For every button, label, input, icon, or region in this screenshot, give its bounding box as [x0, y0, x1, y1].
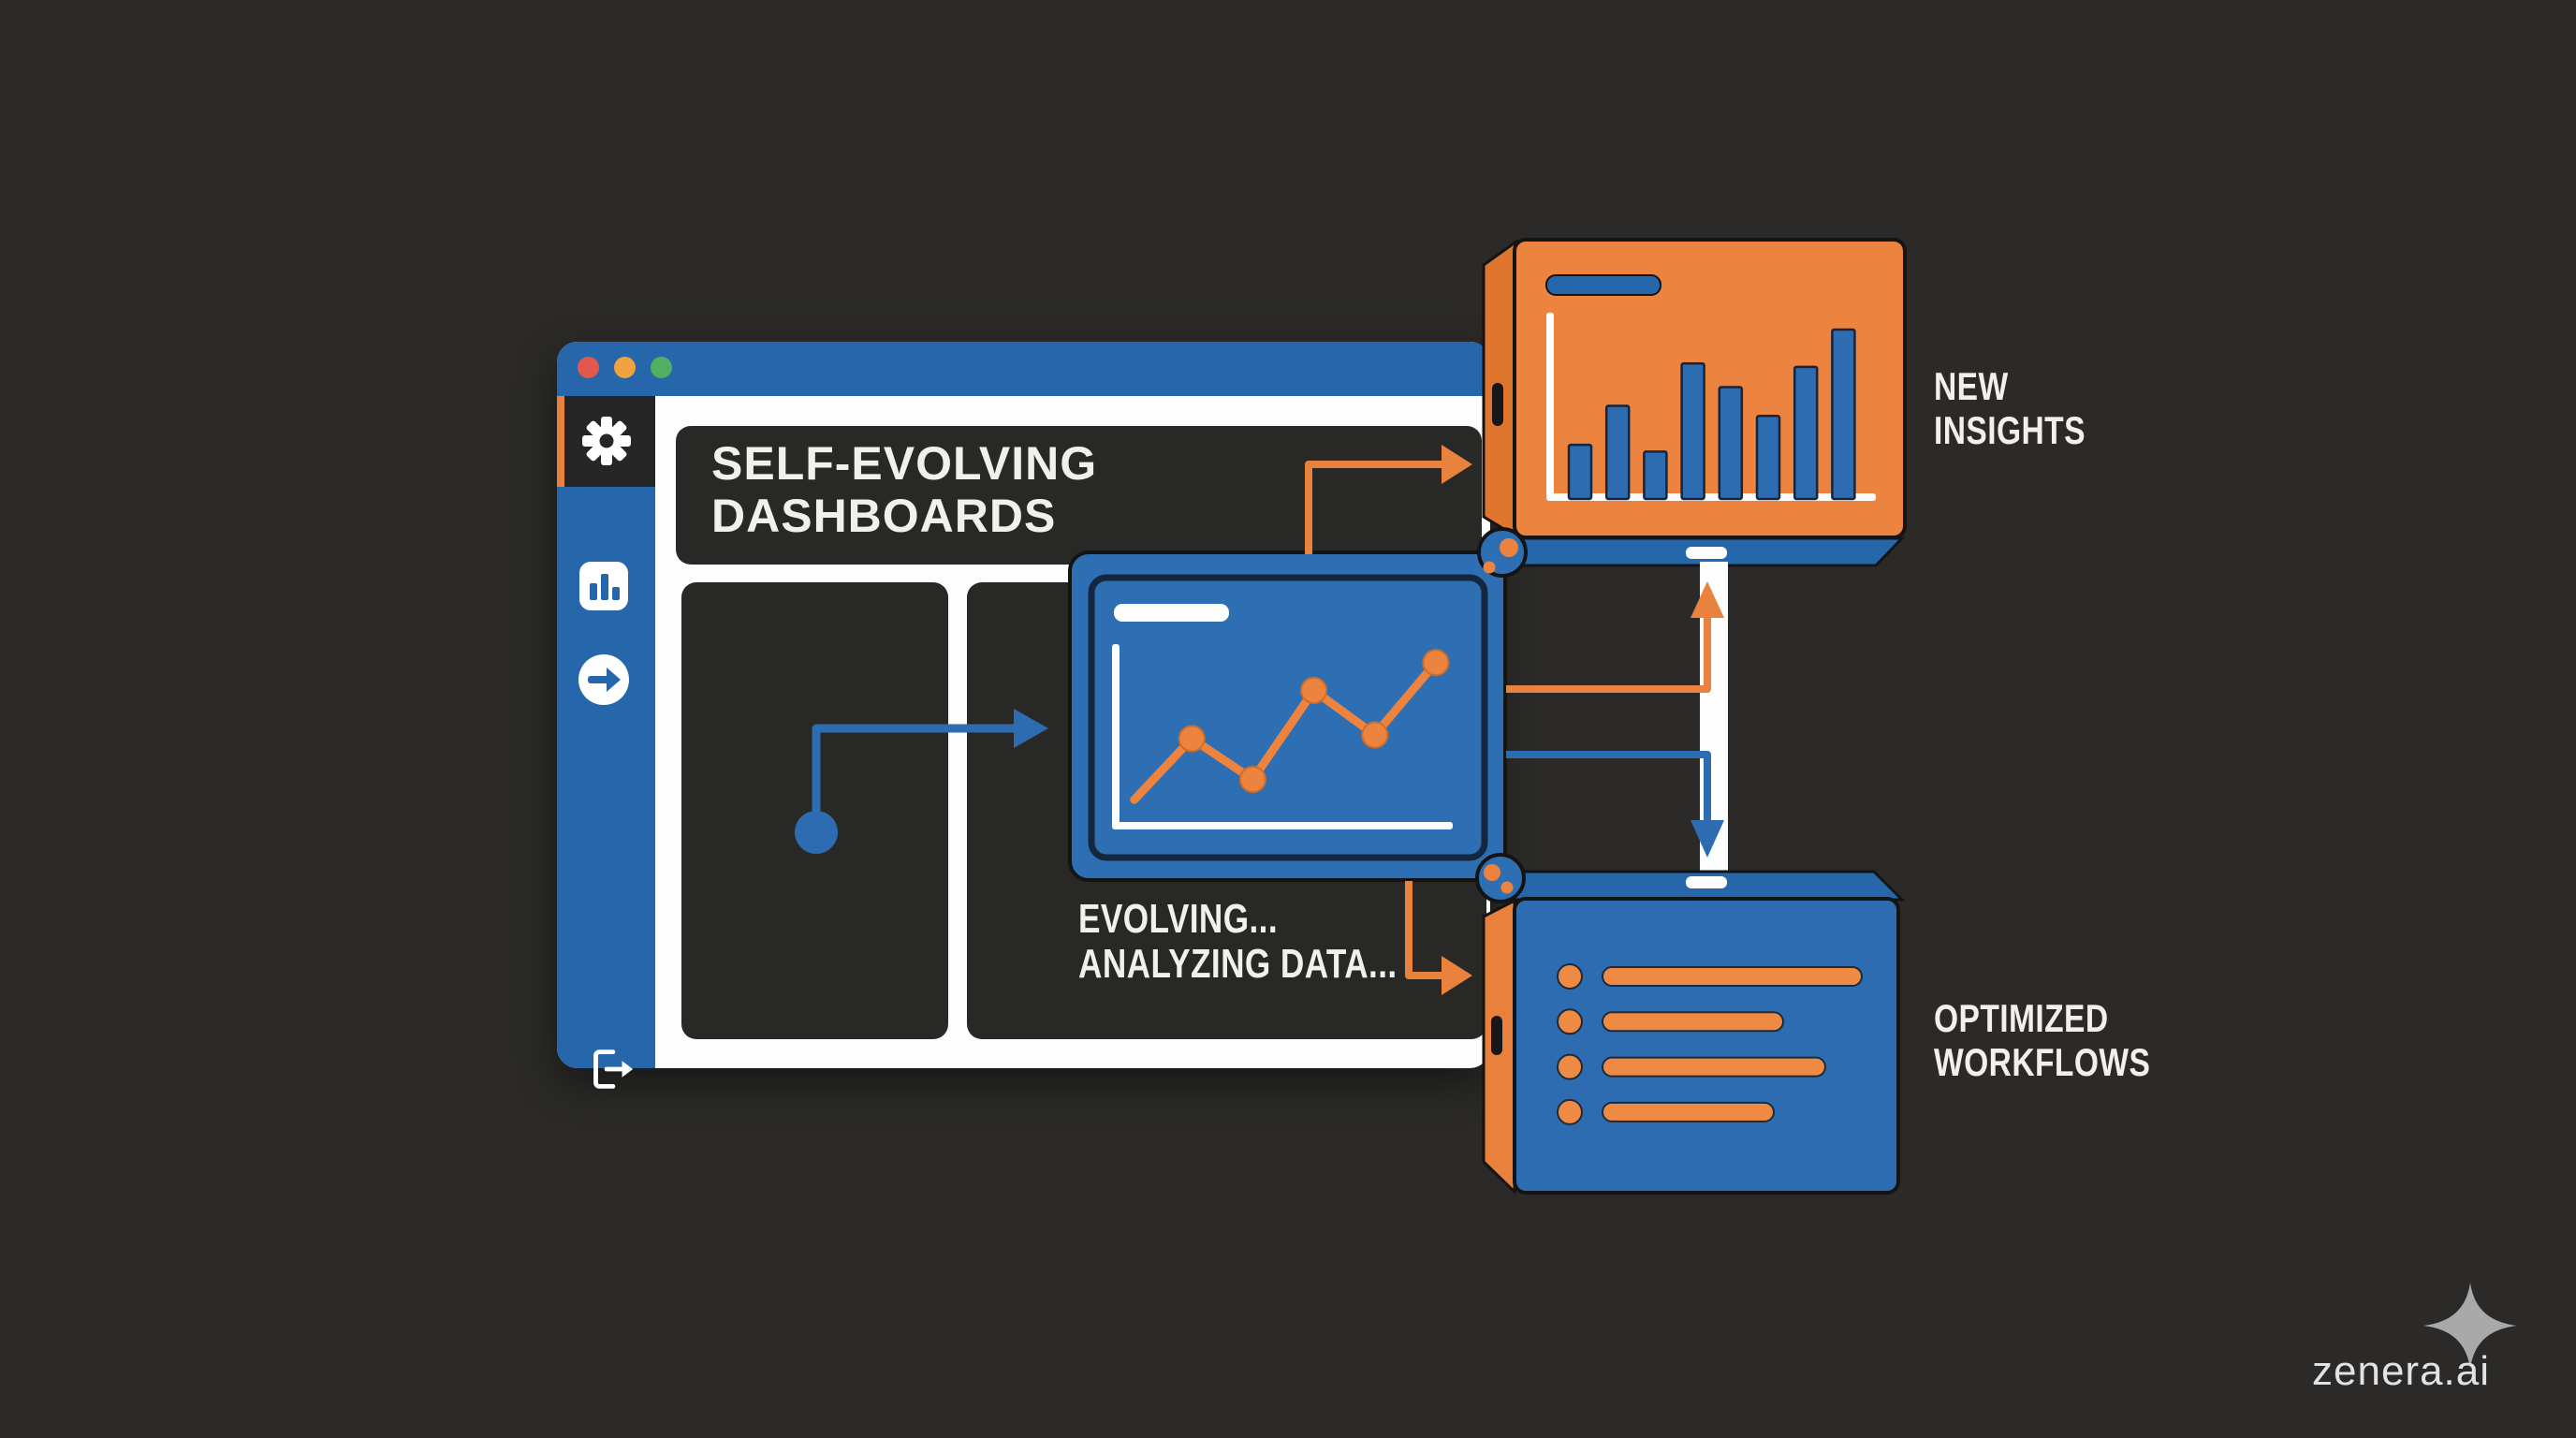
workflows-line1: OPTIMIZED: [1934, 996, 2109, 1040]
sidebar-item-logout[interactable]: [582, 1042, 637, 1101]
logout-icon: [593, 1049, 634, 1089]
status-line2: ANALYZING DATA...: [1078, 941, 1398, 987]
insights-card-base: [1498, 536, 1906, 567]
sidebar-item-forward[interactable]: [577, 653, 631, 712]
window-titlebar: [557, 342, 1490, 396]
status-label: EVOLVING... ANALYZING DATA...: [1078, 897, 1398, 987]
gear-icon: [582, 417, 631, 465]
insights-card-side-slot: [1492, 383, 1503, 426]
insights-card-face: [1513, 238, 1907, 539]
traffic-light-green[interactable]: [651, 357, 672, 378]
sidebar-active-strip: [557, 396, 564, 487]
dashboard-panel-left: [681, 582, 948, 1039]
workflows-card-face: [1513, 897, 1900, 1195]
workflows-label: OPTIMIZED WORKFLOWS: [1934, 996, 2150, 1084]
sparkle-icon: [2423, 1283, 2517, 1369]
insights-base-pill: [1686, 547, 1727, 559]
workflows-card-side-slot: [1491, 1016, 1502, 1055]
traffic-light-amber[interactable]: [614, 357, 636, 378]
workflows-line2: WORKFLOWS: [1934, 1040, 2151, 1084]
dashboard-title-line2: DASHBOARDS: [711, 490, 1057, 542]
bar-chart-icon: [579, 562, 628, 610]
watermark-text: zenera.ai: [2312, 1348, 2491, 1394]
workflow-list: [1557, 963, 1863, 1125]
insights-card: [1482, 238, 1907, 567]
connector-channel: [1700, 562, 1728, 876]
arrow-channel-down: [1506, 751, 1724, 858]
insights-x-axis: [1546, 493, 1876, 501]
status-line1: EVOLVING...: [1078, 896, 1279, 942]
sidebar: [557, 396, 655, 1089]
insights-bars: [1567, 328, 1856, 501]
traffic-light-red[interactable]: [578, 357, 599, 378]
insights-line1: NEW: [1934, 364, 2009, 408]
sidebar-item-analytics[interactable]: [578, 561, 629, 616]
workflows-card-topbar: [1498, 870, 1906, 902]
dashboard-title-panel: SELF-EVOLVING DASHBOARDS: [676, 426, 1482, 565]
insights-line2: INSIGHTS: [1934, 408, 2086, 452]
insights-title-pill: [1545, 274, 1661, 296]
arrow-chart-to-insights: [1506, 581, 1724, 693]
dashboard-title: SELF-EVOLVING DASHBOARDS: [711, 437, 1097, 542]
sidebar-item-settings[interactable]: [557, 396, 655, 487]
insights-y-axis: [1546, 313, 1554, 501]
insights-label: NEW INSIGHTS: [1934, 364, 2086, 452]
workflows-top-pill: [1686, 876, 1727, 888]
dashboard-title-line1: SELF-EVOLVING: [711, 437, 1098, 490]
workflows-card: [1482, 870, 1906, 1196]
arrow-right-icon: [578, 654, 629, 705]
